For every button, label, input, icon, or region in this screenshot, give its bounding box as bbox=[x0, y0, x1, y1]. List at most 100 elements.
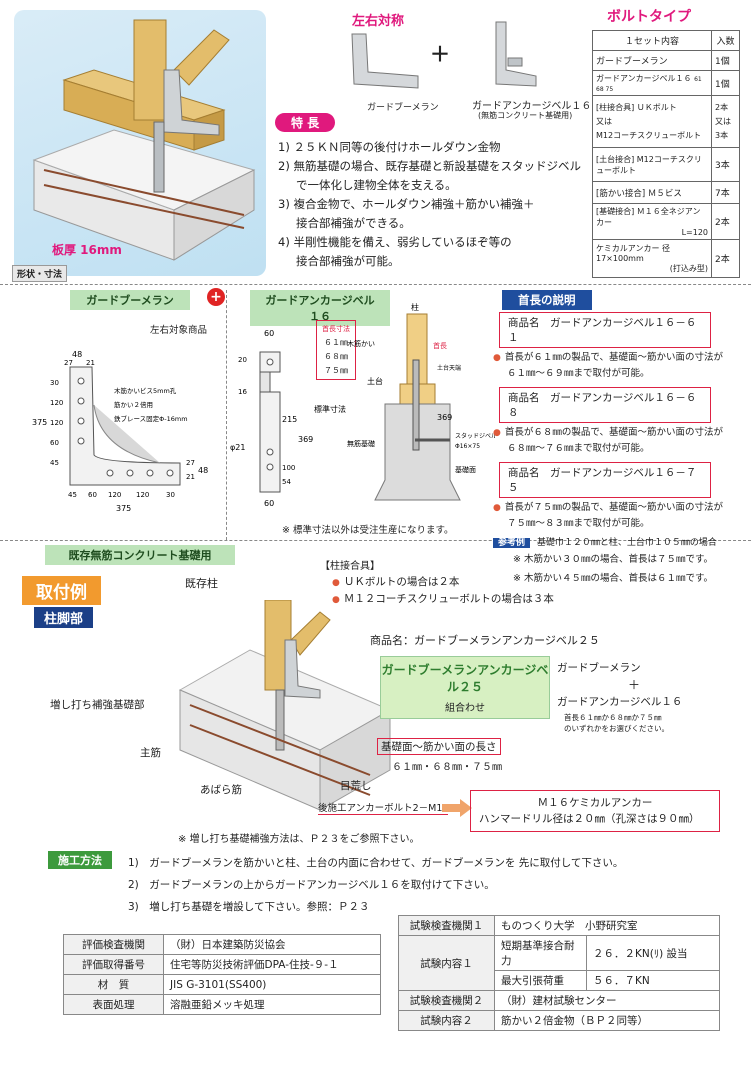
method-steps: 1) ガードブーメランを筋かいと柱、土台の内面に合わせて、ガードブーメランを 先… bbox=[128, 852, 623, 918]
divider bbox=[0, 540, 751, 541]
divider bbox=[226, 290, 227, 540]
neck-product-name: 商品名 ガードアンカージベル１６－７５ bbox=[499, 462, 711, 498]
bolt-row-label: 又は bbox=[596, 116, 612, 126]
symmetric-label: 左右対称 bbox=[352, 14, 405, 29]
test-value: ２６．２KN(ﾘ) 設当 bbox=[586, 935, 720, 971]
bolt-row-label: [柱接合具] ＵＫボルト bbox=[596, 102, 677, 112]
dim-a-b60: 60 bbox=[264, 499, 274, 508]
spec-value: 溶融亜鉛メッキ処理 bbox=[163, 994, 381, 1015]
test-value: ５６．７KN bbox=[586, 970, 720, 991]
test-value: 筋かい２倍金物（ＢＰ２同等） bbox=[494, 1010, 720, 1031]
sec-kubi: 首長 bbox=[433, 341, 447, 350]
ref-case: ※ 木筋かい３０㎜の場合、首長は７５㎜です。 bbox=[513, 554, 714, 565]
test-sub-key: 短期基準接合耐力 bbox=[494, 935, 587, 971]
bolt-row-qty: 又は bbox=[715, 116, 731, 126]
combo-part2: ガードアンカージベル１６ bbox=[557, 696, 683, 708]
neck-desc: 首長が６８㎜の製品で、基礎面～筋かい面の寸法が bbox=[493, 425, 743, 441]
label-roughen: 目荒し bbox=[340, 780, 372, 792]
feature-line: 1) ２５ＫＮ同等の後付けホールダウン金物 bbox=[278, 140, 501, 154]
ref-text: 基礎巾１２０㎜と柱、土台巾１０５㎜の場合 bbox=[536, 538, 717, 548]
neck-product-name: 商品名 ガードアンカージベル１６－６１ bbox=[499, 312, 711, 348]
bolt-row-label: M12コーチスクリューボルト bbox=[596, 130, 702, 140]
label-face-length: 基礎面～筋かい面の長さ bbox=[377, 738, 501, 755]
col-joint-title: 【柱接合具】 bbox=[320, 561, 380, 572]
boomerang-dim-head: ガードブーメラン bbox=[70, 290, 190, 310]
bolt-row-sub: (打込み型) bbox=[669, 264, 708, 273]
label-added-base: 増し打ち補強基礎部 bbox=[50, 699, 145, 711]
dim-a-h369: 369 bbox=[298, 435, 313, 444]
product-name: 商品名：ガードブーメランアンカージベル２５ bbox=[370, 634, 600, 647]
bolt-header-right: 入数 bbox=[711, 30, 740, 51]
dim-a-h215: 215 bbox=[282, 415, 297, 424]
label-face-values: ６１㎜・６８㎜・７５㎜ bbox=[392, 762, 502, 773]
dim-a-h54: 54 bbox=[282, 478, 291, 486]
neck-product-name: 商品名 ガードアンカージベル１６－６８ bbox=[499, 387, 711, 423]
bolt-row-label: [土台接合] M12コーチスクリューボルト bbox=[592, 147, 712, 182]
neck-length-value: ６８㎜ bbox=[324, 352, 348, 361]
sec-369: 369 bbox=[437, 413, 452, 422]
feature-line: で一体化し建物全体を支える。 bbox=[296, 178, 457, 192]
bolt-row-label: ガードアンカージベル１６ bbox=[596, 74, 692, 83]
bolt-row-qty: 7本 bbox=[711, 181, 740, 204]
shape-dimension-tag: 形状・寸法 bbox=[12, 265, 68, 282]
spec-value: （財）日本建築防災協会 bbox=[163, 934, 381, 955]
combo-box: ガードブーメランアンカージベル２５ 組合わせ bbox=[380, 656, 550, 719]
bolt-row-qty: 2本 bbox=[715, 102, 729, 112]
features-title: 特 長 bbox=[275, 113, 336, 132]
feature-line: 3) 複合金物で、ホールダウン補強＋筋かい補強＋ bbox=[278, 197, 535, 211]
test-sub-key: 最大引張荷重 bbox=[494, 970, 587, 991]
bolt-row-label: [基礎接合] Ｍ１６全ネジアンカー bbox=[596, 207, 701, 227]
spec-key: 材 質 bbox=[63, 974, 164, 995]
label-main-rebar: 主筋 bbox=[140, 747, 161, 759]
neck-length-value: ６１㎜ bbox=[324, 338, 348, 347]
note-steel-brace: 鉄ブレース固定Φ-16mm bbox=[114, 414, 188, 423]
combo-sub: 組合わせ bbox=[445, 703, 485, 714]
dim-b120b: 120 bbox=[136, 491, 149, 499]
method-tag: 施工方法 bbox=[48, 851, 112, 869]
spec-table: 評価検査機関（財）日本建築防災協会 評価取得番号住宅等防災技術評価DPA-住技-… bbox=[63, 934, 381, 1015]
sec-dodai-ten: 土台天端 bbox=[437, 364, 461, 372]
spec-key: 評価検査機関 bbox=[63, 934, 164, 955]
dim-v30: 30 bbox=[50, 379, 59, 387]
test-key: 試験検査機関２ bbox=[398, 990, 495, 1011]
neck-list: 商品名 ガードアンカージベル１６－６１ 首長が６１㎜の製品で、基礎面～筋かい面の… bbox=[493, 312, 743, 586]
test-value: （財）建材試験センター bbox=[494, 990, 720, 1011]
dim-r27: 27 bbox=[186, 459, 195, 467]
part2-name: ガードアンカージベル１６ bbox=[472, 101, 592, 112]
dim-b120a: 120 bbox=[108, 491, 121, 499]
bolt-type-title: ボルトタイプ bbox=[607, 9, 691, 25]
dim-a-w60: 60 bbox=[264, 329, 274, 338]
bolt-row-qty: 1個 bbox=[711, 50, 740, 71]
dim-r21: 21 bbox=[186, 473, 195, 481]
combo-note: 首長６１㎜か６８㎜か７５㎜ のいずれかをお選びください。 bbox=[564, 712, 669, 734]
dim-v60: 60 bbox=[50, 439, 59, 447]
dim-w48: 48 bbox=[72, 350, 82, 359]
install-illustration bbox=[170, 599, 400, 823]
feature-line: 接合部補強ができる。 bbox=[296, 216, 411, 230]
label-stirrup: あばら筋 bbox=[200, 784, 242, 796]
sec-stud-sub: Φ16×75 bbox=[455, 443, 480, 450]
feature-line: 4) 半剛性機能を備え、弱劣しているほぞ等の bbox=[278, 235, 512, 249]
dim-a-phi: φ21 bbox=[230, 443, 245, 452]
part2-sub: (無筋コンクリート基礎用) bbox=[478, 111, 573, 120]
neck-length-value: ７５㎜ bbox=[324, 366, 348, 375]
dim-a-h20: 20 bbox=[238, 356, 247, 364]
dim-b45: 45 bbox=[68, 491, 77, 499]
standard-dim-label: 標準寸法 bbox=[314, 404, 346, 414]
method-step: 3) 増し打ち基礎を増設して下さい。参照：Ｐ２３ bbox=[128, 901, 370, 913]
neck-desc: ６１㎜～６９㎜まで取付が可能。 bbox=[507, 368, 650, 379]
arrow-right-icon bbox=[442, 799, 472, 820]
spec-value: 住宅等防災技術評価DPA-住技-９-１ bbox=[163, 954, 381, 975]
dim-v120a: 120 bbox=[50, 399, 63, 407]
sec-hashira: 柱 bbox=[411, 302, 419, 312]
bolt-header-left: １セット内容 bbox=[592, 30, 712, 51]
divider bbox=[0, 284, 751, 285]
dim-b60: 60 bbox=[88, 491, 97, 499]
test-value: ものつくり大学 小野研究室 bbox=[494, 915, 720, 936]
bolt-row-label: ガードブーメラン bbox=[592, 50, 712, 71]
anchor-drawing: 60 20 16 215 369 100 54 φ21 60 標準寸法 bbox=[230, 322, 365, 515]
bolt-row-qty: 2本 bbox=[711, 203, 740, 240]
feature-line: 接合部補強が可能。 bbox=[296, 254, 400, 268]
bolt-row-qty: 1個 bbox=[711, 70, 740, 96]
